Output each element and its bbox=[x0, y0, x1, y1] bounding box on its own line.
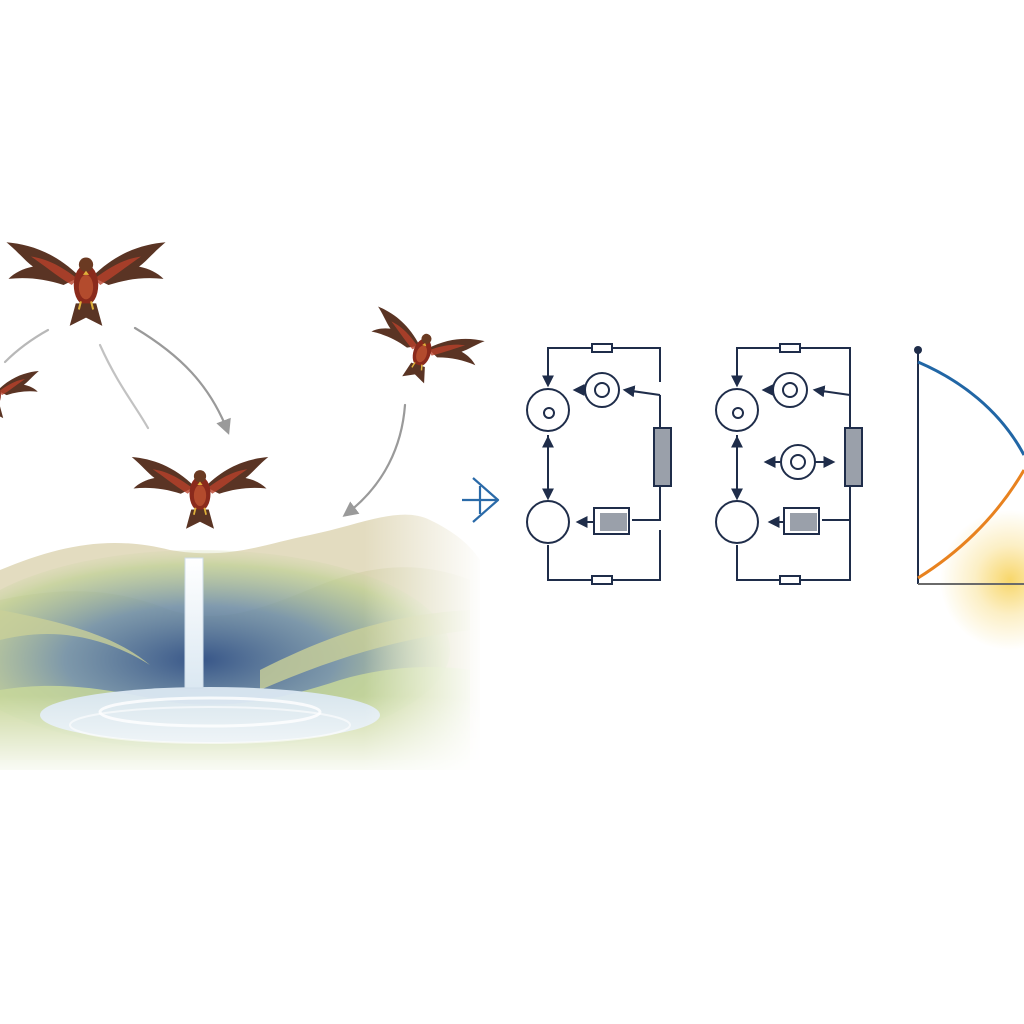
circuit-diagram-2 bbox=[715, 343, 863, 585]
flight-arrow bbox=[98, 343, 150, 430]
hawk-icon bbox=[358, 305, 486, 399]
circuit-wire bbox=[622, 385, 661, 398]
circuit-wire bbox=[736, 347, 851, 428]
flight-paths bbox=[3, 326, 407, 517]
glow-highlight bbox=[940, 510, 1024, 650]
flight-arrow bbox=[133, 326, 231, 435]
flight-arrow bbox=[342, 403, 407, 517]
hawk-icon bbox=[0, 370, 40, 419]
circuit-wire bbox=[591, 343, 613, 353]
rectangle-block-icon bbox=[653, 427, 672, 487]
landscape-scene bbox=[0, 500, 485, 780]
plot-origin-dot bbox=[914, 346, 922, 354]
rectangle-block-icon bbox=[600, 513, 627, 531]
circle-node-icon bbox=[526, 500, 570, 544]
circuit-wire bbox=[779, 343, 801, 353]
circuit-wire bbox=[591, 575, 613, 585]
circle-node-icon bbox=[732, 407, 744, 419]
hawk-icon bbox=[5, 241, 167, 327]
landscape-fade-bottom bbox=[0, 500, 485, 780]
curve-orange bbox=[917, 469, 1024, 580]
circuit-wire bbox=[779, 575, 801, 585]
circle-node-icon bbox=[715, 500, 759, 544]
curve-blue bbox=[917, 360, 1024, 456]
flight-arrow bbox=[3, 328, 50, 364]
circle-node-icon bbox=[543, 407, 555, 419]
circle-node-icon bbox=[790, 454, 806, 470]
circle-node-icon bbox=[594, 382, 610, 398]
circuit-wire bbox=[812, 385, 851, 398]
circle-node-icon bbox=[782, 382, 798, 398]
rectangle-block-icon bbox=[790, 513, 817, 531]
rectangle-block-icon bbox=[844, 427, 863, 487]
arrow-right-icon bbox=[462, 477, 500, 523]
hawk-flock bbox=[0, 241, 486, 530]
circuit-wire bbox=[547, 347, 661, 382]
circuit-wire bbox=[736, 519, 851, 581]
circuit-diagram-1 bbox=[526, 343, 672, 585]
circuit-wire bbox=[547, 530, 661, 581]
curve-plot bbox=[914, 346, 1024, 650]
circuit-wire bbox=[632, 486, 661, 521]
